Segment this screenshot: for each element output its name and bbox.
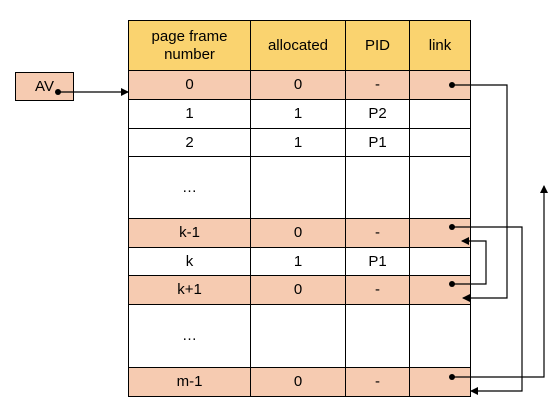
row-1-pid-cell: P2 (345, 99, 410, 129)
link-arrow-m-1-continues (452, 185, 548, 378)
row-5-link-cell (409, 247, 471, 276)
row-4-allocated-cell: 0 (250, 218, 346, 248)
av-label: AV (35, 78, 54, 95)
row-7-link-cell (409, 304, 471, 368)
header-link: link (409, 20, 471, 71)
row-3-link-cell (409, 156, 471, 219)
row-8-frame-cell: m-1 (128, 367, 251, 397)
row-8-link-cell (409, 367, 471, 397)
link-arrow-0-to-k+1 (452, 84, 508, 302)
row-3-pid-cell (345, 156, 410, 219)
link-arrow-k-1-to-m-1 (452, 226, 523, 395)
row-7-pid-cell (345, 304, 410, 368)
row-2-allocated-cell: 1 (250, 128, 346, 157)
row-5-pid-cell: P1 (345, 247, 410, 276)
row-2-link-cell (409, 128, 471, 157)
row-8-allocated-cell: 0 (250, 367, 346, 397)
row-1-allocated-cell: 1 (250, 99, 346, 129)
row-0-allocated-cell: 0 (250, 70, 346, 100)
av-pointer-box: AV (15, 72, 74, 101)
link-arrow-k+1-to-k-1 (452, 237, 487, 285)
header-pid: PID (345, 20, 410, 71)
row-7-frame-cell: … (128, 304, 251, 368)
row-4-frame-cell: k-1 (128, 218, 251, 248)
row-6-pid-cell: - (345, 275, 410, 305)
row-5-allocated-cell: 1 (250, 247, 346, 276)
row-0-pid-cell: - (345, 70, 410, 100)
row-2-pid-cell: P1 (345, 128, 410, 157)
header-frame: page frame number (128, 20, 251, 71)
row-5-frame-cell: k (128, 247, 251, 276)
row-0-frame-cell: 0 (128, 70, 251, 100)
row-8-pid-cell: - (345, 367, 410, 397)
header-allocated: allocated (250, 20, 346, 71)
